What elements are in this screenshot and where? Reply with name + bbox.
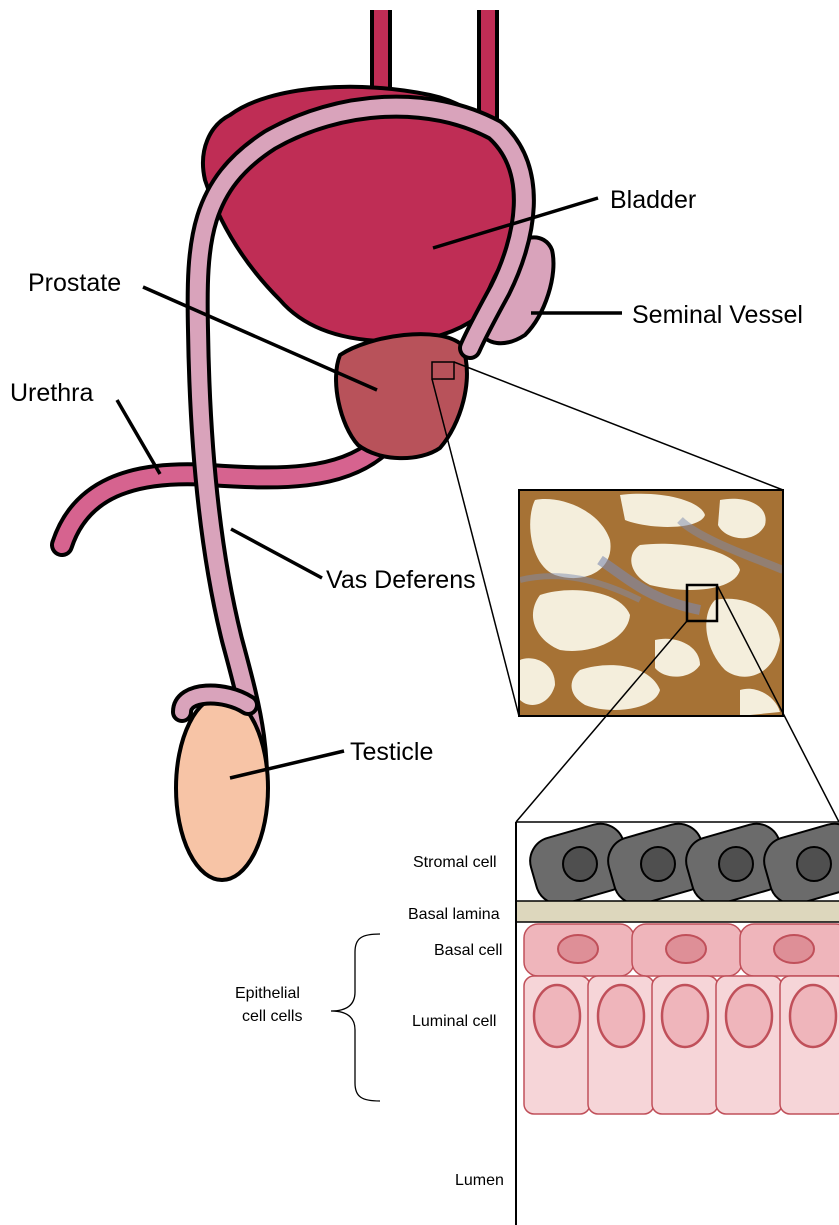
urethra-leader bbox=[117, 400, 160, 474]
zoom-line bbox=[454, 362, 783, 490]
testicle bbox=[176, 695, 268, 880]
cell-layer-diagram bbox=[516, 818, 839, 1114]
luminal-cells bbox=[524, 976, 839, 1114]
stromal-cells bbox=[524, 818, 839, 910]
zoom-line bbox=[432, 379, 519, 716]
label-stromal-cell: Stromal cell bbox=[413, 854, 497, 871]
label-prostate: Prostate bbox=[28, 269, 121, 297]
label-basal-cell: Basal cell bbox=[434, 942, 502, 959]
label-epithelial: Epithelial bbox=[235, 985, 300, 1002]
label-seminal-vessel: Seminal Vessel bbox=[632, 301, 803, 329]
label-luminal-cell: Luminal cell bbox=[412, 1013, 496, 1030]
basal-lamina bbox=[516, 901, 839, 922]
label-urethra: Urethra bbox=[10, 379, 93, 407]
label-basal-lamina: Basal lamina bbox=[408, 906, 500, 923]
label-epithelial-cells: cell cells bbox=[242, 1008, 302, 1025]
label-lumen: Lumen bbox=[455, 1172, 504, 1189]
histology-image bbox=[519, 490, 783, 716]
label-vas-deferens: Vas Deferens bbox=[326, 566, 476, 594]
label-testicle: Testicle bbox=[350, 738, 433, 766]
vas-deferens-leader bbox=[231, 529, 322, 578]
curly-brace-icon bbox=[331, 934, 380, 1101]
basal-cells bbox=[524, 924, 839, 976]
label-bladder: Bladder bbox=[610, 186, 696, 214]
